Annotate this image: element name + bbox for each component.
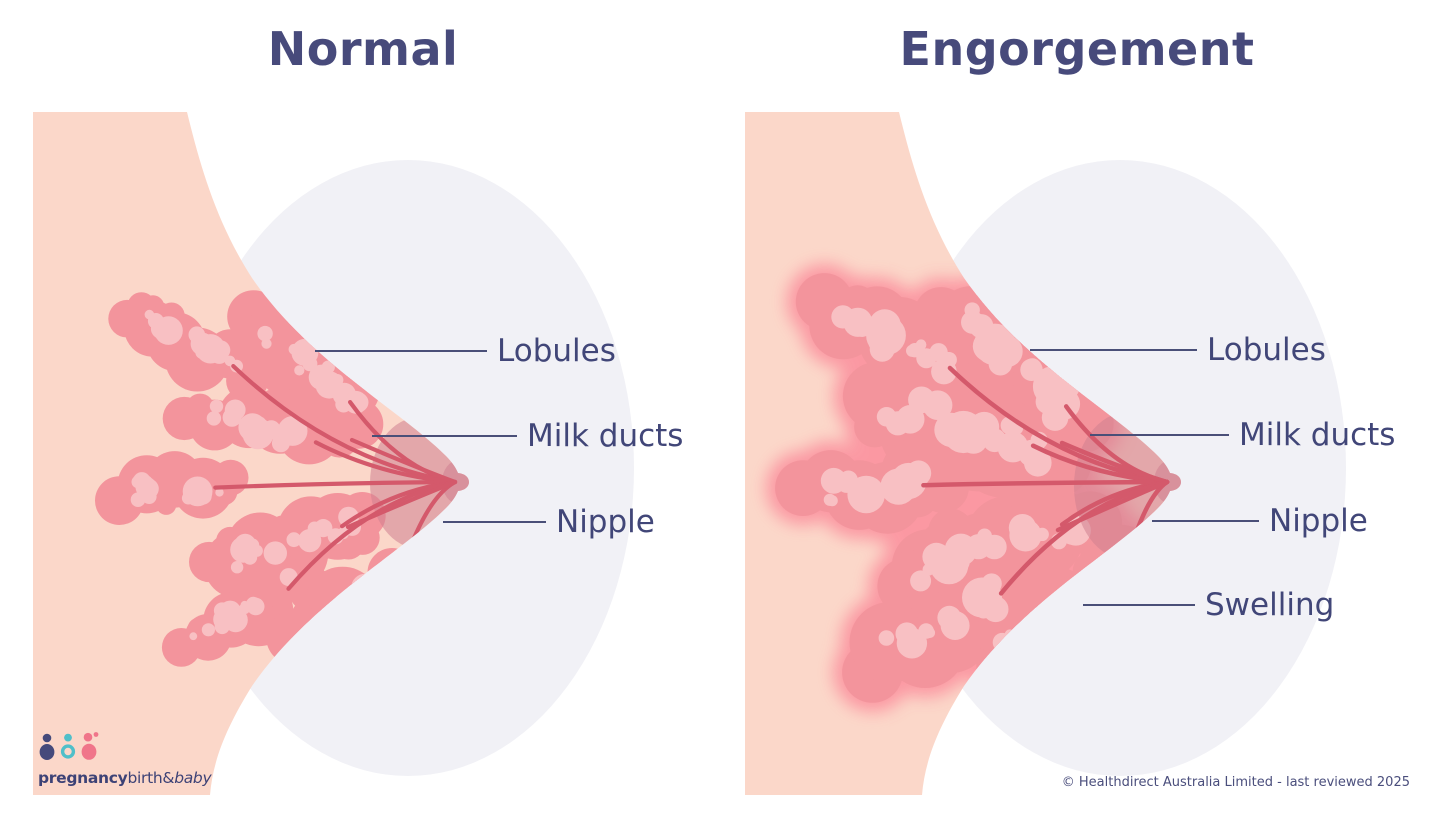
pbb-logo-wordmark: pregnancybirth&baby xyxy=(38,769,218,787)
label-milk-ducts-engorgement: Milk ducts xyxy=(1090,413,1395,457)
label-nipple-normal: Nipple xyxy=(443,500,655,544)
label-nipple-engorgement: Nipple xyxy=(1152,499,1368,543)
milk-ducts xyxy=(213,364,458,591)
milk-ducts xyxy=(921,365,1170,596)
lobule-spots xyxy=(831,305,957,385)
lobule-spots xyxy=(189,568,298,641)
leader-line xyxy=(1090,434,1229,436)
label-swelling-engorgement: Swelling xyxy=(1083,583,1334,627)
lobule-spots xyxy=(878,573,1009,659)
panel-normal-art xyxy=(33,112,634,795)
lobule-spots xyxy=(910,514,1091,592)
lobule-spots xyxy=(144,309,244,373)
label-text: Milk ducts xyxy=(1239,417,1396,453)
label-lobules-normal: Lobules xyxy=(315,329,616,373)
lobule-spots xyxy=(206,399,308,453)
leader-line xyxy=(372,435,517,437)
logo-word-baby: baby xyxy=(174,769,212,787)
pbb-logo-figures-icon xyxy=(39,732,99,760)
lobule-spots xyxy=(961,302,1081,431)
logo-word-pregnancy: pregnancy xyxy=(38,769,128,787)
panel-title-engorgement: Engorgement xyxy=(899,22,1255,76)
body-skin-shape xyxy=(33,112,469,795)
lobule-spots xyxy=(876,386,1052,477)
label-milk-ducts-normal: Milk ducts xyxy=(372,414,683,458)
leader-line xyxy=(1083,604,1195,606)
lobule-spots xyxy=(130,472,224,508)
label-lobules-engorgement: Lobules xyxy=(1030,328,1326,372)
panel-title-normal: Normal xyxy=(267,22,459,76)
leader-line xyxy=(1030,349,1197,351)
label-text: Swelling xyxy=(1205,587,1335,623)
logo-word-birth-amp: birth& xyxy=(127,769,175,787)
copyright-text: © Healthdirect Australia Limited - last … xyxy=(1061,775,1410,790)
leader-line xyxy=(315,350,487,352)
leader-line xyxy=(1152,520,1259,522)
lobule-spots xyxy=(820,460,932,514)
pbb-logo: pregnancybirth&baby xyxy=(38,730,218,787)
label-text: Lobules xyxy=(497,333,616,369)
leader-line xyxy=(443,521,546,523)
label-text: Lobules xyxy=(1207,332,1326,368)
label-text: Nipple xyxy=(556,504,655,540)
panel-engorgement-art xyxy=(745,112,1346,795)
label-text: Nipple xyxy=(1269,503,1368,539)
label-text: Milk ducts xyxy=(527,418,684,454)
